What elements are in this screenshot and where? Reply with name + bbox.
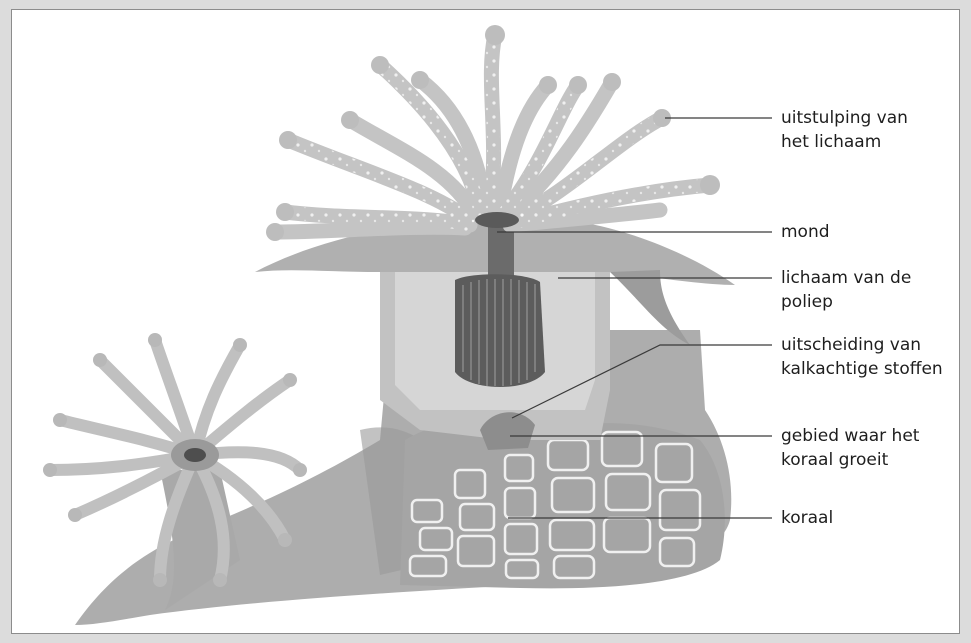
label-lichaam-van-de-poliep: lichaam van de poliep <box>781 266 911 314</box>
large-polyp-tentacle-dots <box>285 35 710 225</box>
label-mond: mond <box>781 220 830 244</box>
label-gebied-waar-het-koraal-groeit: gebied waar het koraal groeit <box>781 424 919 472</box>
label-uitstulping-van-het-lichaam: uitstulping van het lichaam <box>781 106 908 154</box>
label-koraal: koraal <box>781 506 833 530</box>
label-uitscheiding-van-kalkachtige-stoffen: uitscheiding van kalkachtige stoffen <box>781 333 943 381</box>
mouth-opening <box>475 212 519 228</box>
pharynx <box>455 274 545 387</box>
